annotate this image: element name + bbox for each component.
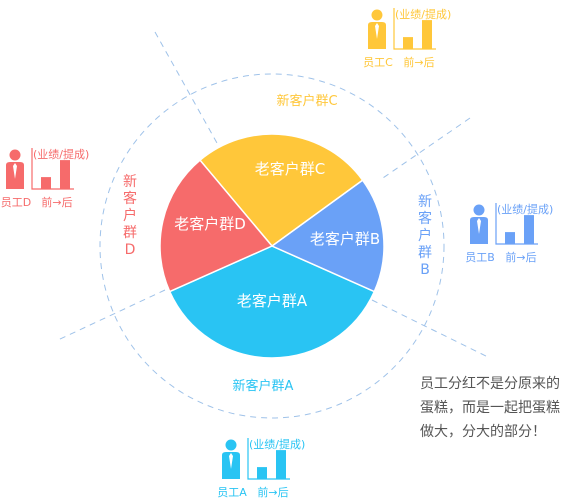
new-group-label-b-char: 客 — [418, 210, 432, 227]
pie-label-d: 老客户群D — [174, 215, 246, 233]
new-group-label-d-char: 群 — [123, 225, 137, 241]
employee-head — [225, 439, 237, 451]
employee-icon — [368, 9, 386, 49]
new-group-label-c: 新客户群C — [276, 93, 337, 109]
new-group-label-d-char: 户 — [123, 207, 137, 224]
pie-label-c: 老客户群C — [255, 160, 325, 178]
axis-label: 前→后 — [257, 485, 288, 499]
pie-slice-d — [159, 159, 274, 293]
caption-line-2: 蛋糕，而是一起把蛋糕 — [420, 400, 560, 416]
metric-label: (业绩/提成) — [497, 203, 553, 216]
outer-dashed-ring — [99, 73, 445, 419]
employee-name: 员工A — [217, 486, 247, 499]
mini-bar-after — [60, 160, 70, 189]
guide-line — [57, 289, 166, 341]
pie-chart — [159, 133, 385, 359]
pie-label-a: 老客户群A — [237, 292, 308, 310]
new-group-label-d-char: 客 — [123, 190, 137, 207]
employee-name: 员工D — [1, 196, 31, 209]
employee-icon — [6, 149, 24, 189]
caption-line-3: 做大，分大的部分！ — [420, 424, 546, 440]
new-group-label-d-char: D — [125, 242, 136, 258]
employee-tie — [375, 23, 379, 39]
pie-label-b: 老客户群B — [310, 230, 380, 248]
mini-bar-before — [403, 37, 413, 49]
axis-label: 前→后 — [505, 250, 536, 264]
new-group-label-a: 新客户群A — [233, 378, 294, 394]
employee-panel-a: (业绩/提成) 员工A 前→后 — [217, 438, 305, 499]
mini-bar-before — [257, 467, 267, 479]
new-group-label-b-char: B — [420, 262, 430, 278]
new-group-label-b-char: 新 — [418, 194, 432, 210]
pie-labels: 老客户群A 老客户群B 老客户群C 老客户群D — [174, 160, 380, 310]
caption: 员工分红不是分原来的 蛋糕，而是一起把蛋糕 做大，分大的部分！ — [420, 372, 580, 444]
employee-panel-c: (业绩/提成) 员工C 前→后 — [363, 8, 451, 69]
guide-line — [371, 299, 491, 359]
employee-tie — [229, 453, 233, 469]
employee-icon — [470, 204, 488, 244]
guide-line — [379, 117, 471, 181]
metric-label: (业绩/提成) — [249, 438, 305, 451]
mini-bar-before — [505, 232, 515, 244]
mini-bar-after — [422, 20, 432, 49]
new-group-label-d-char: 新 — [123, 174, 137, 190]
new-group-label-b-char: 户 — [418, 227, 432, 244]
new-group-label-b-char: 群 — [418, 245, 432, 261]
employee-name: 员工B — [465, 251, 495, 264]
mini-bar-before — [41, 177, 51, 189]
mini-bar-after — [524, 215, 534, 244]
employee-head — [473, 204, 485, 216]
pie-slice-b — [270, 179, 385, 293]
employee-icon — [222, 439, 240, 479]
mini-bar-after — [276, 450, 286, 479]
axis-label: 前→后 — [403, 55, 434, 69]
guide-lines — [57, 31, 491, 419]
metric-label: (业绩/提成) — [395, 8, 451, 21]
axis-label: 前→后 — [41, 195, 72, 209]
metric-label: (业绩/提成) — [33, 148, 89, 161]
employee-panel-d: (业绩/提成) 员工D 前→后 — [1, 148, 89, 209]
pie-slice-c — [198, 133, 364, 248]
caption-line-1: 员工分红不是分原来的 — [420, 376, 560, 392]
guide-line — [154, 31, 223, 153]
employee-panel-b: (业绩/提成) 员工B 前→后 — [465, 203, 553, 264]
employee-tie — [477, 218, 481, 234]
employee-head — [9, 149, 21, 161]
employee-name: 员工C — [363, 56, 393, 69]
pie-slice-a — [168, 245, 376, 359]
employee-head — [371, 9, 383, 21]
employee-tie — [13, 163, 17, 179]
